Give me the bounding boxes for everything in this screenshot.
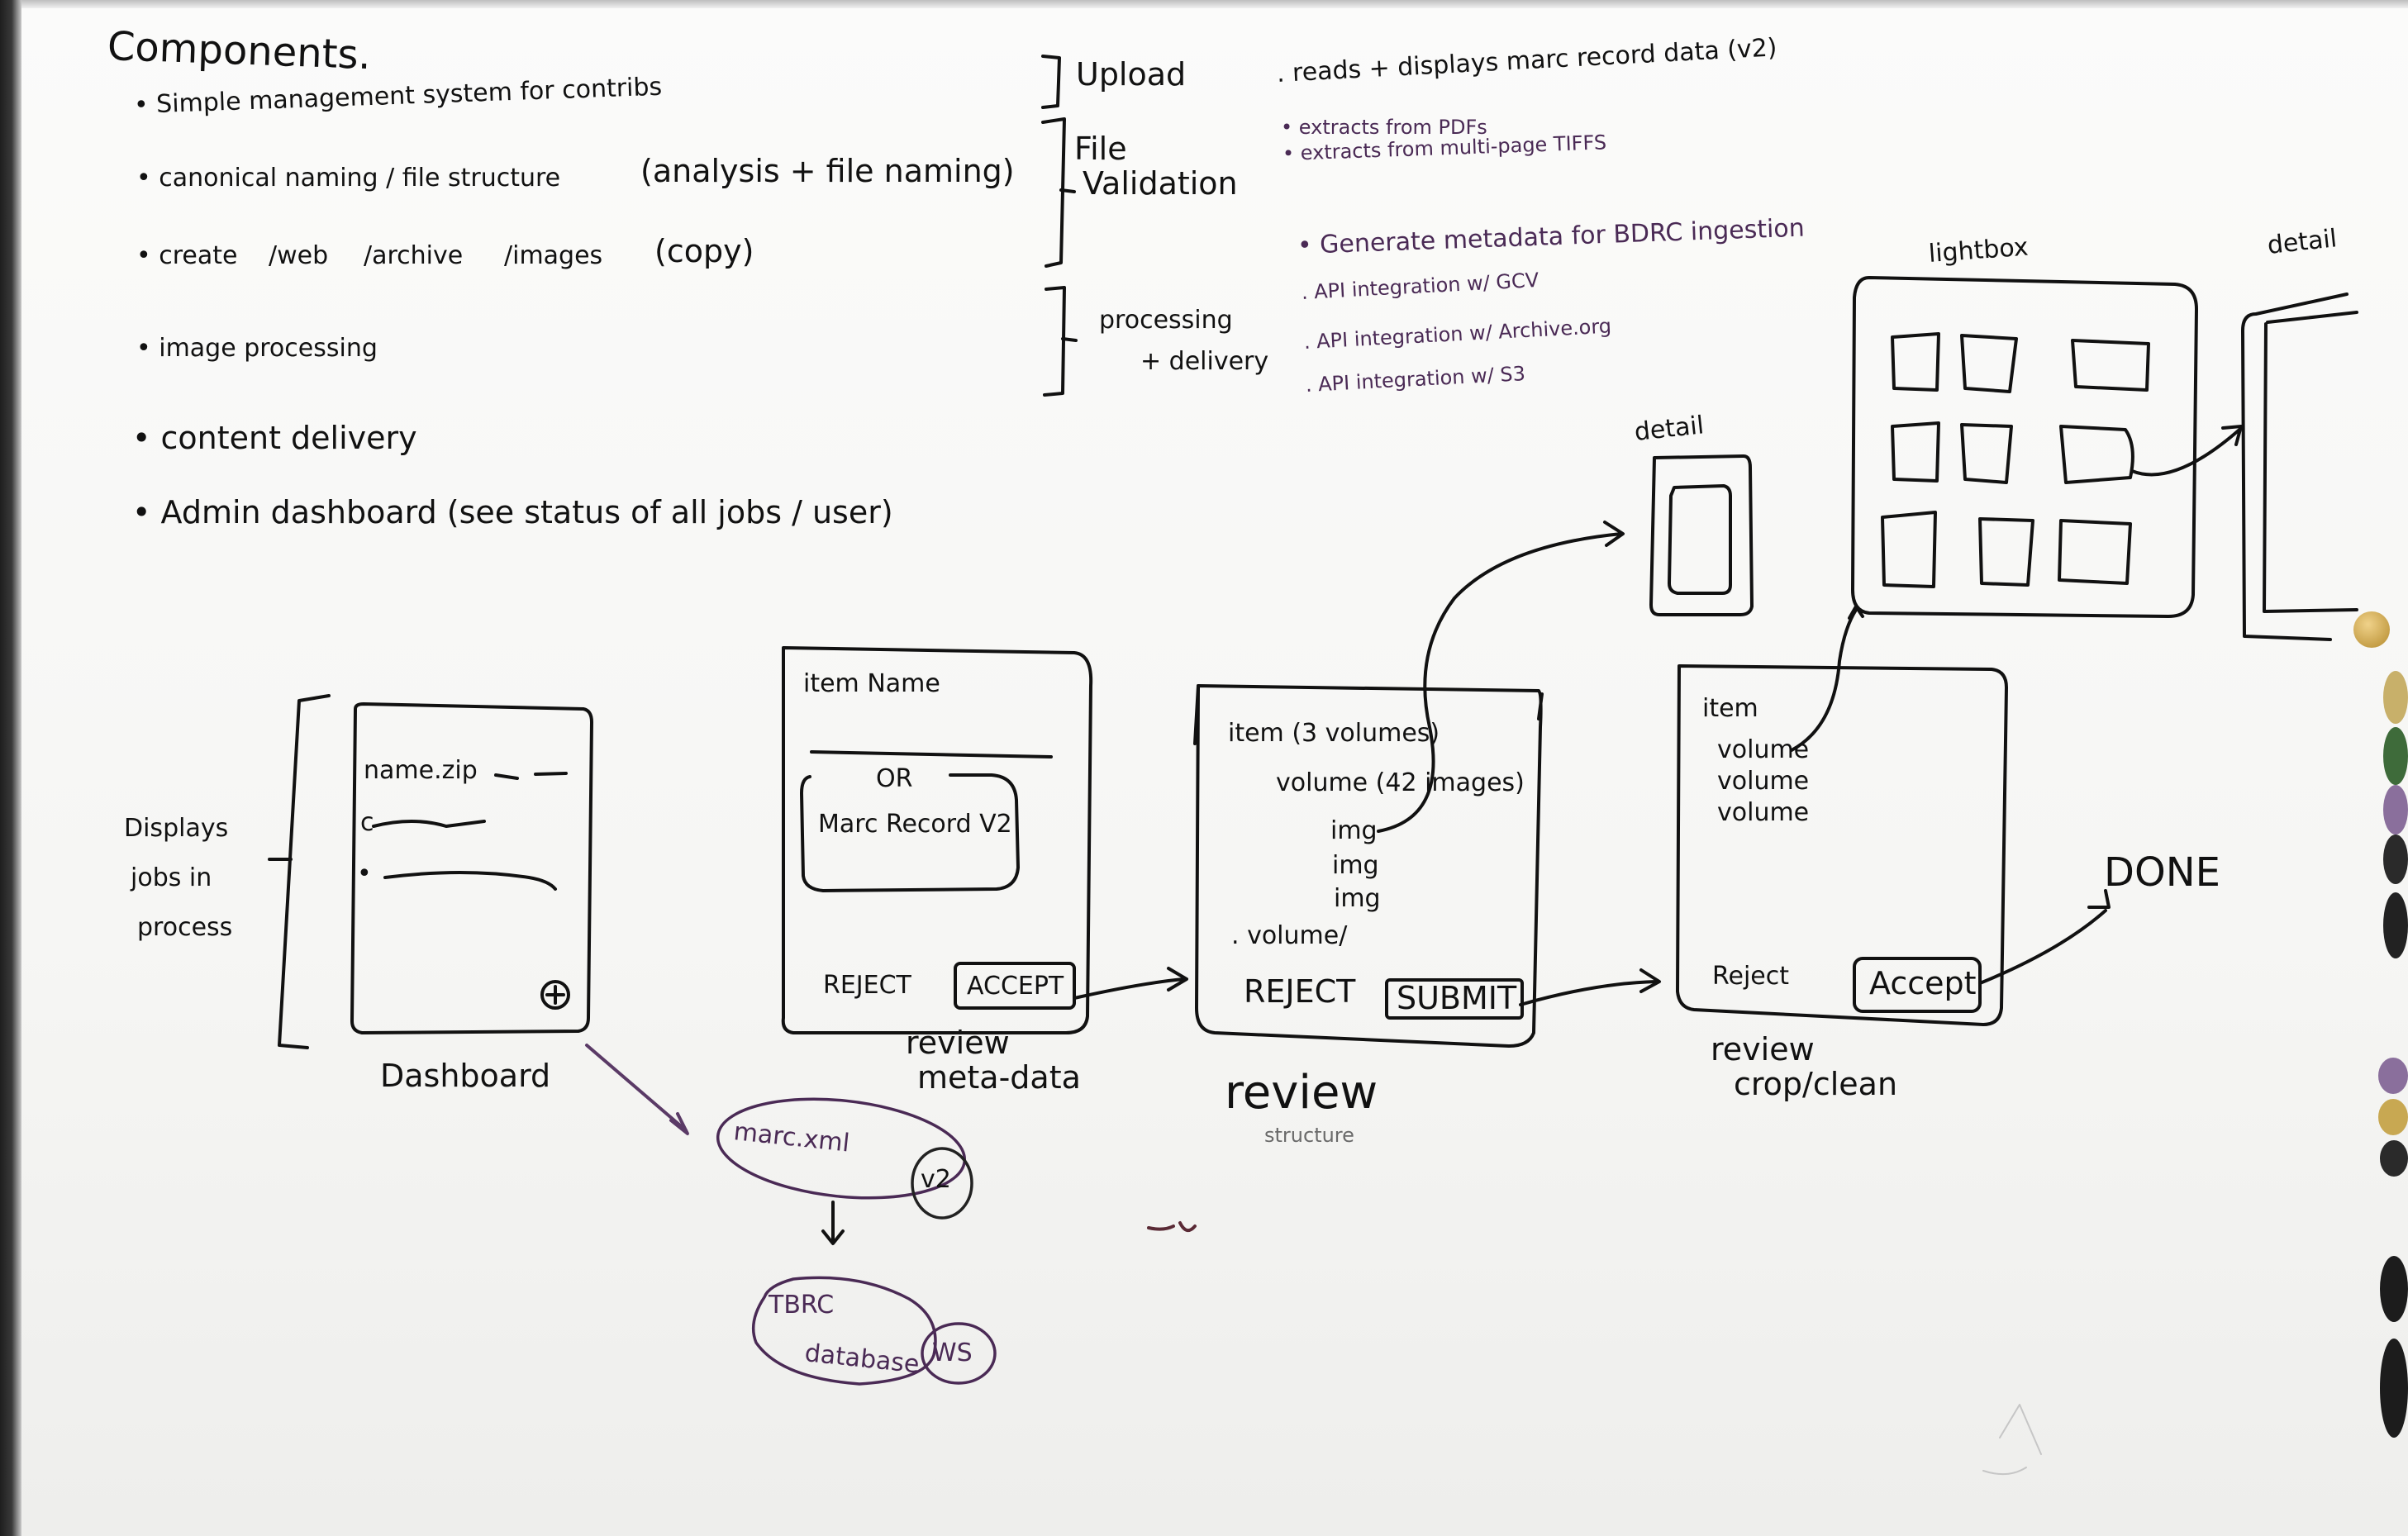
note-extract-pdf: • extracts from PDFs xyxy=(1281,116,1487,139)
dashboard-row: • xyxy=(357,859,372,888)
structure-caption: review xyxy=(1225,1066,1378,1120)
board-frame-top xyxy=(0,0,2408,8)
magnet-icon xyxy=(2383,835,2408,884)
structure-line: img xyxy=(1334,884,1381,913)
crop-line: volume xyxy=(1717,767,1810,796)
component-item: • image processing xyxy=(136,334,378,363)
metadata-marc: Marc Record V2 xyxy=(818,810,1012,839)
magnet-icon xyxy=(2353,611,2390,648)
ws-label: WS xyxy=(932,1339,973,1367)
crop-reject-button[interactable]: Reject xyxy=(1712,962,1790,991)
dashboard-caption: Dashboard xyxy=(380,1058,551,1094)
structure-line: volume (42 images) xyxy=(1276,768,1525,797)
upload-bracket xyxy=(1041,55,1061,109)
structure-line: img xyxy=(1330,816,1378,845)
v2-label: v2 xyxy=(921,1165,951,1194)
dashboard-card xyxy=(350,702,593,1034)
magnet-icon xyxy=(2378,1058,2408,1094)
component-item: • create xyxy=(136,241,238,270)
component-item: /images xyxy=(504,241,603,270)
crop-caption: crop/clean xyxy=(1734,1066,1898,1102)
detail-small-card xyxy=(1649,454,1754,616)
structure-submit-button[interactable]: SUBMIT xyxy=(1397,980,1517,1016)
component-item: /archive xyxy=(364,241,464,270)
magnet-icon xyxy=(2383,671,2408,724)
dashboard-row: c xyxy=(360,808,374,837)
crop-line: volume xyxy=(1717,798,1810,827)
component-item: • content delivery xyxy=(132,420,417,456)
component-item: (copy) xyxy=(654,233,754,269)
stage-file: File xyxy=(1074,131,1127,167)
crop-line: volume xyxy=(1717,735,1810,764)
validation-bracket xyxy=(1041,117,1076,268)
left-label-line: process xyxy=(137,913,233,942)
metadata-reject-button[interactable]: REJECT xyxy=(823,971,911,1000)
component-item: • canonical naming / file structure xyxy=(136,164,561,193)
metadata-header: item Name xyxy=(803,669,940,698)
metadata-card xyxy=(781,646,1093,1034)
done-label: DONE xyxy=(2104,849,2220,896)
metadata-or: OR xyxy=(876,764,913,793)
metadata-caption: review xyxy=(906,1025,1010,1061)
tbrc-label: TBRC xyxy=(769,1291,835,1320)
board-frame-left xyxy=(0,0,21,1536)
stage-upload: Upload xyxy=(1076,56,1187,93)
component-item: /web xyxy=(269,241,329,270)
left-label-line: Displays xyxy=(124,814,229,843)
magnet-icon xyxy=(2383,892,2408,958)
structure-line: img xyxy=(1332,851,1379,880)
metadata-accept-button[interactable]: ACCEPT xyxy=(967,972,1064,1001)
component-item: • Admin dashboard (see status of all job… xyxy=(132,494,893,530)
lightbox-thumbnails xyxy=(1881,332,2150,588)
crop-card xyxy=(1676,664,2008,1026)
magnet-icon xyxy=(2380,1140,2408,1177)
magnet-icon xyxy=(2383,727,2408,785)
crop-caption: review xyxy=(1711,1031,1815,1068)
metadata-caption: meta-data xyxy=(917,1059,1081,1096)
crop-accept-button[interactable]: Accept xyxy=(1869,965,1977,1001)
structure-line: item (3 volumes) xyxy=(1228,719,1440,748)
left-label-line: jobs in xyxy=(131,863,212,892)
dashboard-brace xyxy=(268,694,331,1049)
structure-reject-button[interactable]: REJECT xyxy=(1244,973,1356,1010)
structure-caption-sub: structure xyxy=(1264,1124,1354,1147)
processing-bracket xyxy=(1043,286,1078,397)
stage-validation: Validation xyxy=(1083,165,1238,202)
magnet-icon xyxy=(2378,1099,2408,1135)
magnet-icon xyxy=(2380,1339,2408,1438)
dashboard-row: name.zip xyxy=(364,756,478,785)
detail-right-card xyxy=(2241,292,2349,641)
magnet-icon xyxy=(2383,785,2408,835)
stage-processing: processing xyxy=(1099,306,1233,335)
component-item: (analysis + file naming) xyxy=(640,153,1015,189)
structure-line: . volume/ xyxy=(1231,921,1348,950)
magnet-icon xyxy=(2380,1256,2408,1322)
lightbox-card xyxy=(1851,276,2198,618)
crop-line: item xyxy=(1702,694,1758,723)
stage-delivery: + delivery xyxy=(1140,347,1269,376)
title: Components. xyxy=(107,23,372,79)
